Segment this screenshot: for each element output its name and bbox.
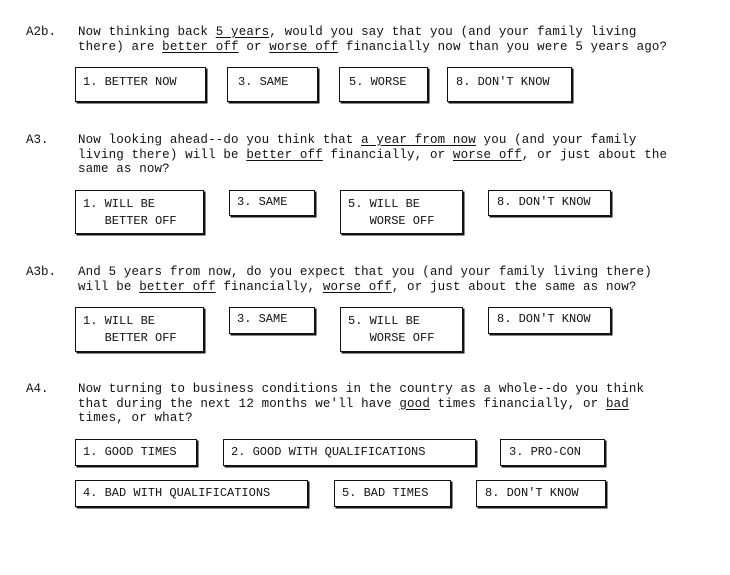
answer-option-same[interactable]: 3. SAME — [229, 307, 315, 334]
underlined-text: a year from now — [361, 133, 476, 147]
answer-option-same[interactable]: 3. SAME — [229, 190, 315, 216]
text-segment: Now turning to business conditions in th… — [78, 382, 645, 411]
answer-option-will-be-worse-off[interactable]: 5. WILL BE WORSE OFF — [340, 190, 463, 234]
answer-option-will-be-worse-off[interactable]: 5. WILL BE WORSE OFF — [340, 307, 463, 352]
answer-option-worse[interactable]: 5. WORSE — [339, 67, 428, 102]
question-text: Now thinking back 5 years, would you say… — [78, 25, 718, 54]
answer-option-dont-know[interactable]: 8. DON'T KNOW — [488, 307, 611, 334]
answer-option-good-times[interactable]: 1. GOOD TIMES — [75, 439, 197, 466]
underlined-text: bad — [605, 396, 629, 411]
answer-option-bad-times[interactable]: 5. BAD TIMES — [334, 480, 451, 507]
text-segment: times, or what? — [78, 411, 193, 425]
question-number: A3b. — [26, 265, 57, 279]
underlined-text: good — [399, 396, 430, 411]
question-text: And 5 years from now, do you expect that… — [78, 265, 718, 294]
text-segment: , or just about the same as now? — [78, 147, 668, 177]
answer-option-better-now[interactable]: 1. BETTER NOW — [75, 67, 206, 102]
answer-option-dont-know[interactable]: 8. DON'T KNOW — [447, 67, 572, 102]
answer-option-will-be-better-off[interactable]: 1. WILL BE BETTER OFF — [75, 190, 204, 234]
question-text: Now turning to business conditions in th… — [78, 382, 718, 426]
text-segment: times financially, or — [429, 396, 606, 411]
underlined-text: worse off — [452, 147, 522, 162]
text-segment: , or just about the same as now? — [391, 279, 637, 294]
answer-option-dont-know[interactable]: 8. DON'T KNOW — [488, 190, 611, 216]
text-segment: And 5 years from now, do you expect that… — [78, 265, 652, 294]
text-segment: financially, or — [322, 147, 453, 162]
text-segment: Now thinking back — [78, 25, 216, 39]
question-number: A2b. — [26, 25, 57, 39]
underlined-text: better off — [139, 279, 216, 294]
text-segment: financially, — [215, 279, 323, 294]
text-segment: or — [238, 39, 270, 54]
underlined-text: better off — [162, 39, 239, 54]
answer-option-dont-know[interactable]: 8. DON'T KNOW — [476, 480, 606, 507]
question-text: Now looking ahead--do you think that a y… — [78, 133, 718, 177]
underlined-text: worse off — [322, 279, 392, 294]
text-segment: financially now than you were 5 years ag… — [338, 39, 668, 54]
underlined-text: 5 years — [215, 25, 270, 39]
question-number: A4. — [26, 382, 49, 396]
answer-option-same[interactable]: 3. SAME — [227, 67, 318, 102]
answer-option-bad-with-qualifications[interactable]: 4. BAD WITH QUALIFICATIONS — [75, 480, 308, 507]
underlined-text: better off — [246, 147, 323, 162]
answer-option-good-with-qualifications[interactable]: 2. GOOD WITH QUALIFICATIONS — [223, 439, 476, 466]
text-segment: Now looking ahead--do you think that — [78, 133, 362, 147]
text-segment: you (and your family living there) will … — [78, 133, 637, 162]
answer-option-pro-con[interactable]: 3. PRO-CON — [500, 439, 605, 466]
answer-option-will-be-better-off[interactable]: 1. WILL BE BETTER OFF — [75, 307, 204, 352]
underlined-text: worse off — [269, 39, 339, 54]
question-number: A3. — [26, 133, 49, 147]
text-segment: , would you say that you (and your famil… — [78, 25, 637, 54]
